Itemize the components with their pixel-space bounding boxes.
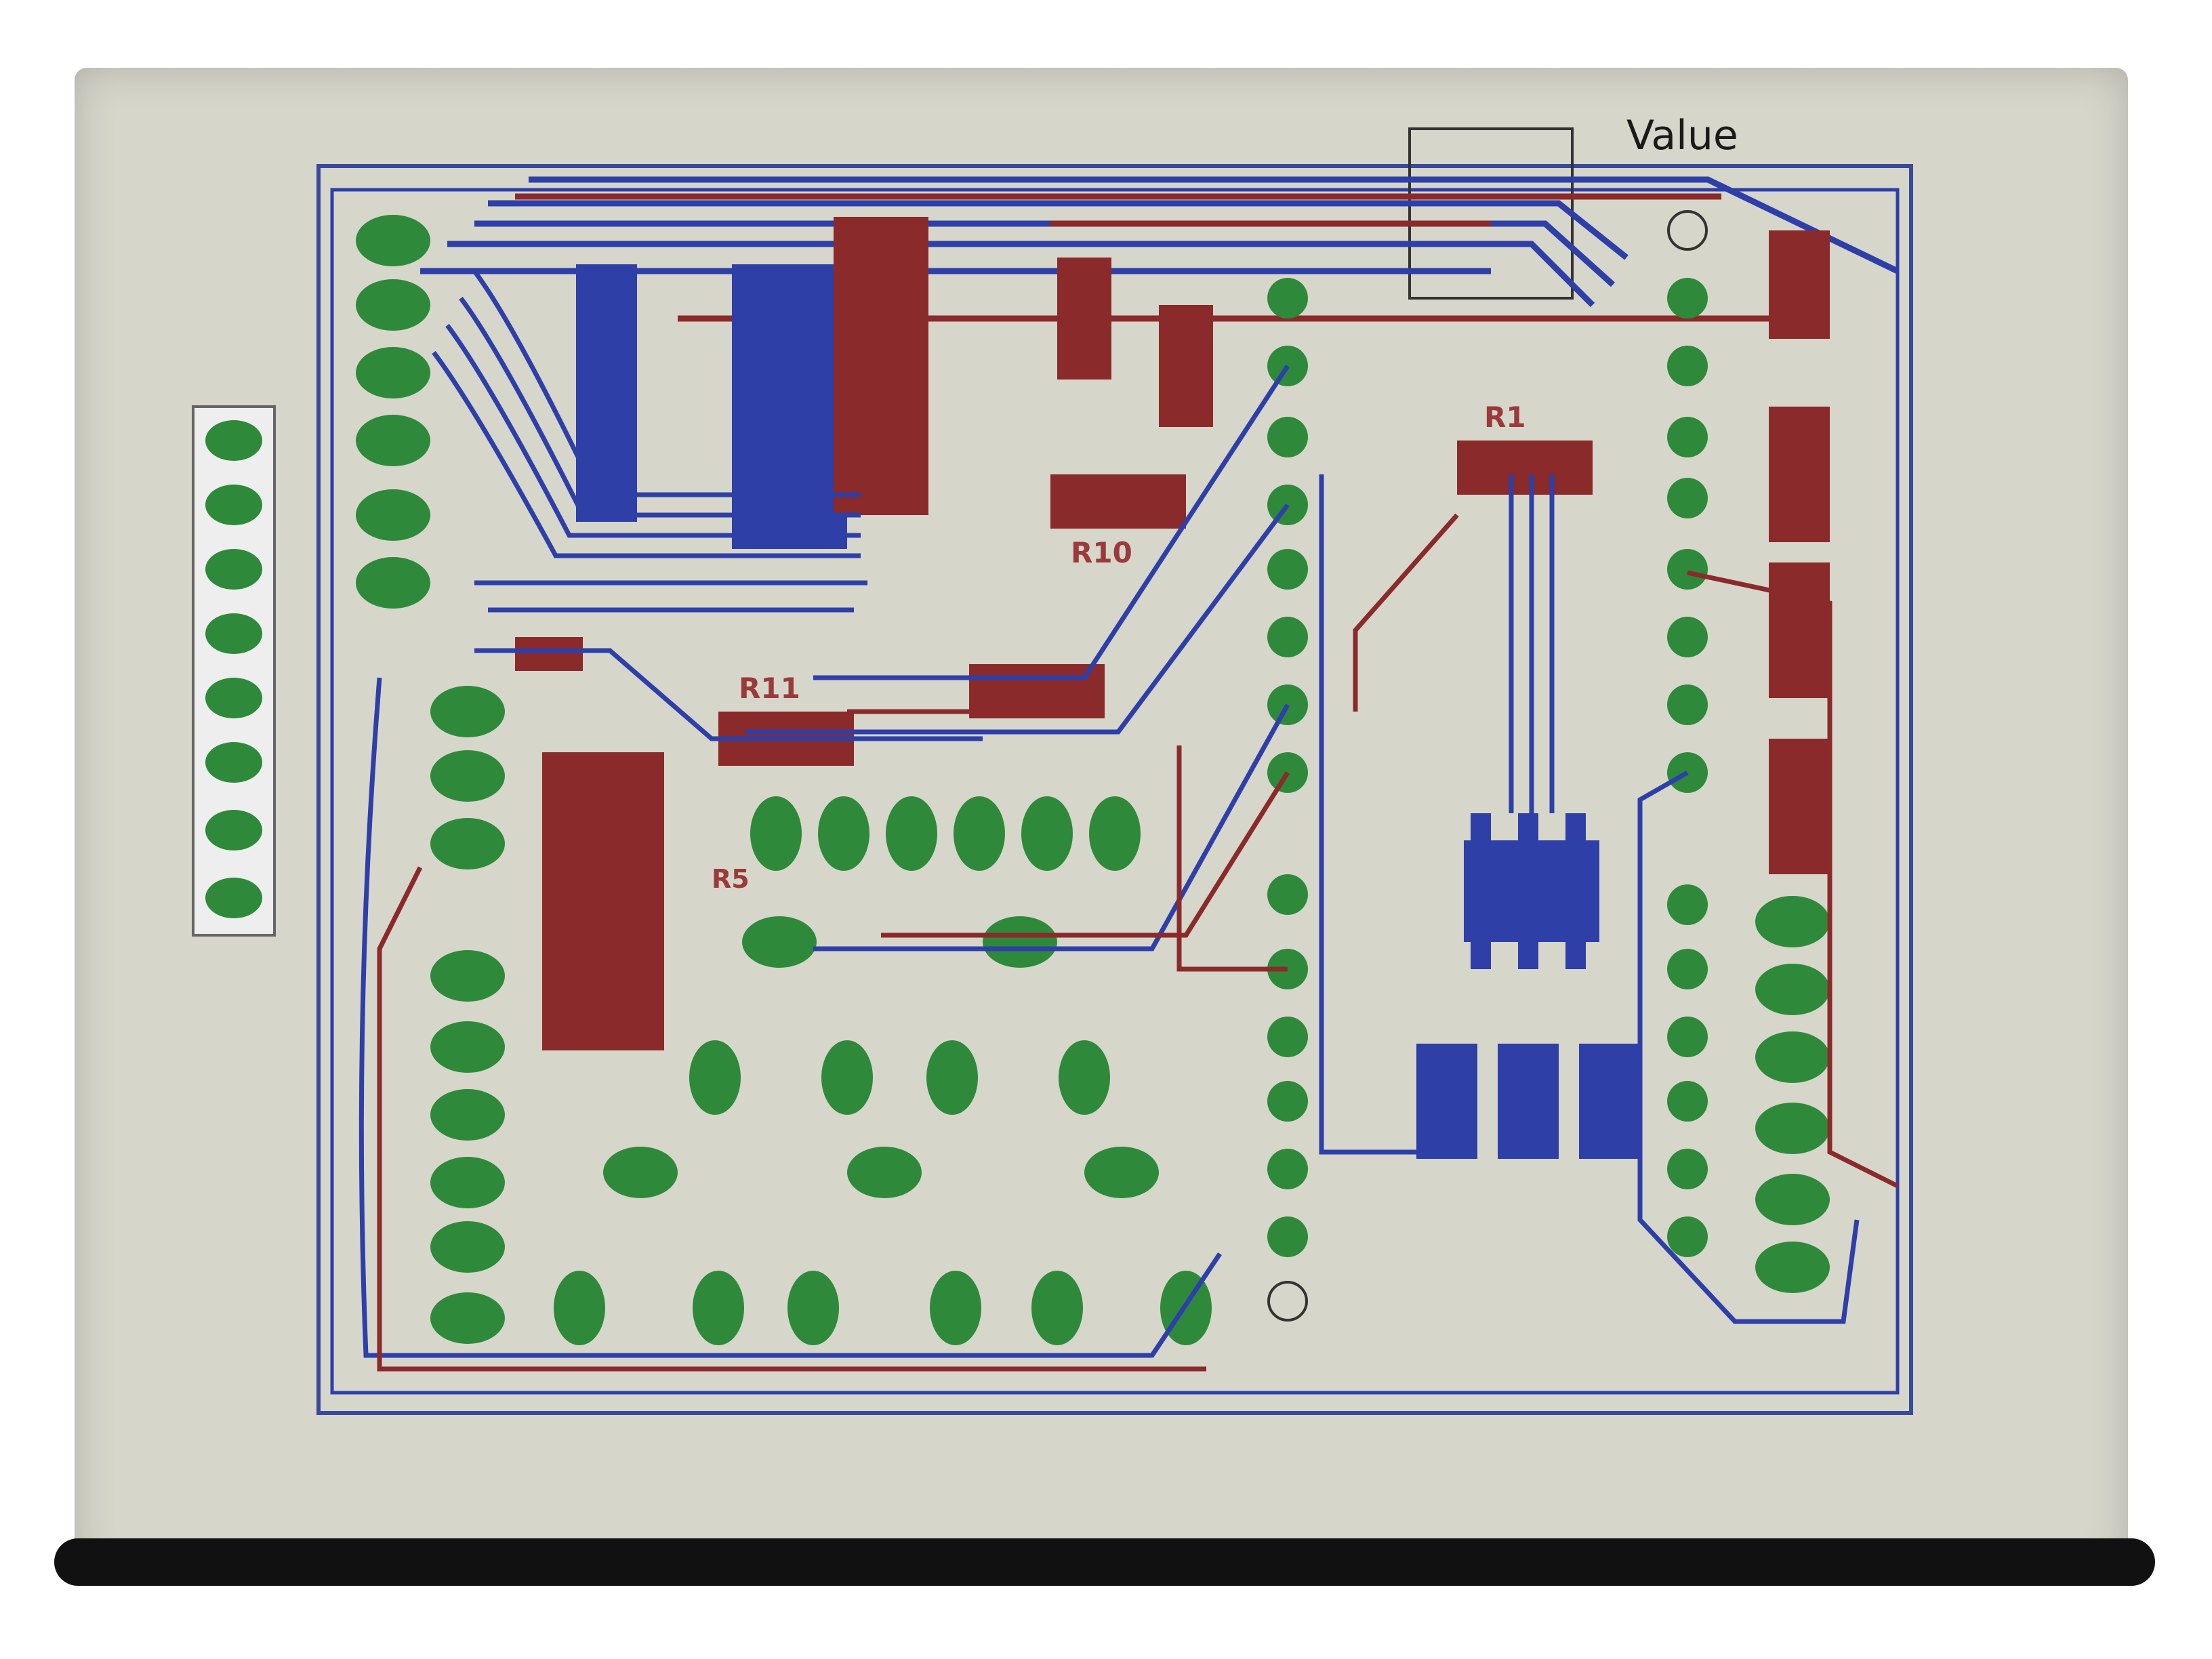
unused-pad-top — [1667, 210, 1708, 251]
top-traces — [377, 513, 1899, 1372]
far-right-pads — [1755, 896, 1830, 1293]
bottom-traces — [359, 365, 1860, 1358]
left-header-pads — [356, 215, 430, 609]
r11-label: R11 — [739, 672, 800, 705]
bottom-pads — [554, 1040, 1212, 1345]
ground-ring — [330, 188, 1900, 1395]
ic-left — [432, 217, 928, 613]
top-bus-red — [515, 193, 1816, 322]
smd-chip — [1416, 813, 1640, 1159]
side-connector-pads — [205, 420, 262, 918]
right-column-pads — [1667, 278, 1708, 1257]
top-bus — [420, 176, 1899, 308]
value-label: Value — [1626, 112, 1738, 159]
middle-pads — [742, 796, 1141, 968]
unused-pad — [1267, 1281, 1308, 1322]
r1-label: R1 — [1484, 401, 1526, 434]
monitor-bezel — [54, 1538, 2155, 1586]
left-column-pads — [430, 686, 505, 1344]
r5-label: R5 — [712, 864, 750, 894]
center-column-pads — [1267, 278, 1308, 1257]
r10-label: R10 — [1071, 536, 1132, 569]
resistors — [515, 230, 1830, 1050]
board-outline — [316, 164, 1913, 1415]
